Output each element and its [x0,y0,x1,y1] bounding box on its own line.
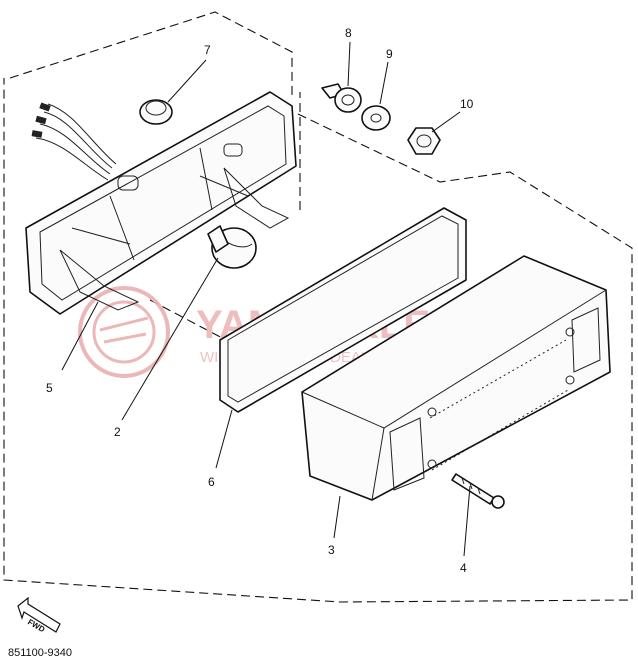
watermark-logo-ring [78,286,170,378]
gasket [219,207,467,413]
leader-2 [121,257,219,421]
part-number-7: 7 [204,43,211,57]
leader-7 [167,59,207,103]
leader-8 [347,41,351,87]
bulb [207,225,257,269]
assembly-outline-upper [3,11,633,603]
leader-9 [379,61,389,105]
part-number-10: 10 [460,97,474,111]
part-number-9: 9 [386,47,393,61]
figure-code: 851100-9340 [8,647,72,659]
part-number-8: 8 [345,26,352,40]
part-number-4: 4 [460,561,467,575]
leader-10 [431,111,461,133]
washer [361,105,391,131]
screw [451,473,505,509]
leader-5 [61,301,99,371]
wire-harness [31,102,117,181]
lamp-housing [25,91,297,315]
part-number-2: 2 [114,425,121,439]
watermark-logo-inner [92,300,156,364]
assembly-outline-inner [149,92,301,341]
part-number-5: 5 [46,381,53,395]
part-number-3: 3 [328,543,335,557]
leader-3 [333,495,341,539]
grommet [139,99,173,125]
leader-4 [463,485,471,557]
leader-6 [215,409,233,469]
part-number-6: 6 [208,475,215,489]
fwd-arrow-icon: FWD [17,596,61,634]
lens [301,255,611,501]
bolt [321,83,362,113]
watermark-logo-mark [99,316,149,344]
nut [407,127,441,155]
